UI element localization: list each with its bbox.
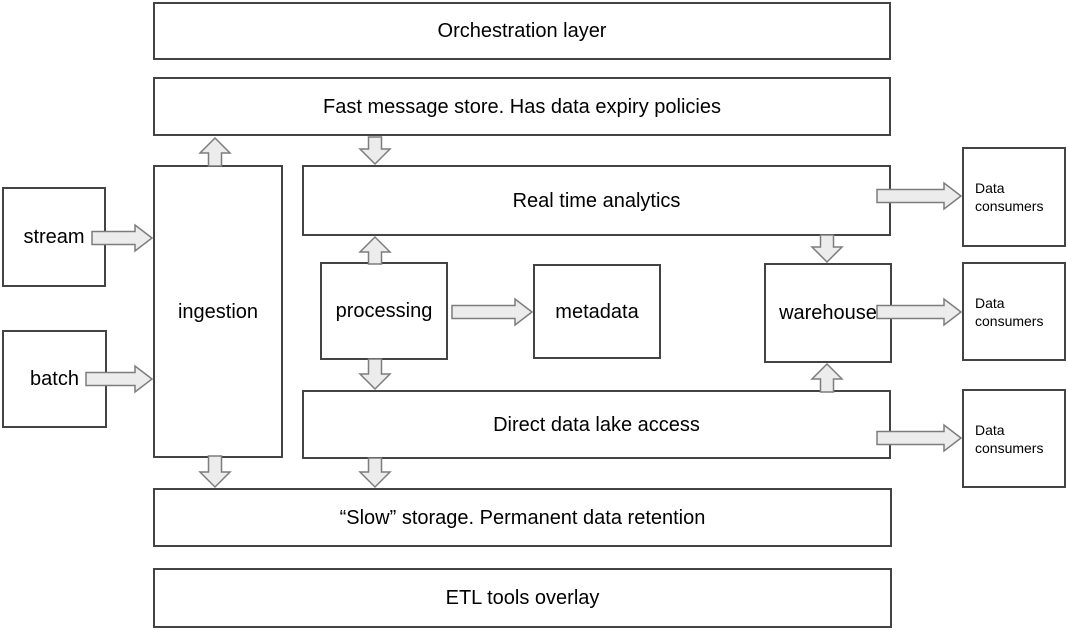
node-label: batch bbox=[30, 368, 79, 390]
arrow-fast_store-to-real_time bbox=[358, 136, 392, 166]
node-etl-tools-overlay: ETL tools overlay bbox=[153, 568, 892, 628]
node-label: Orchestration layer bbox=[437, 20, 607, 42]
node-slow-storage: “Slow” storage. Permanent data retention bbox=[153, 488, 892, 547]
node-label: Data consumers bbox=[975, 421, 1044, 456]
node-orchestration-layer: Orchestration layer bbox=[153, 2, 891, 60]
node-label: ETL tools overlay bbox=[445, 587, 600, 609]
node-data-consumers-1: Data consumers bbox=[962, 147, 1066, 247]
arrow-processing-to-metadata bbox=[451, 297, 534, 327]
node-label: Data consumers bbox=[975, 180, 1044, 214]
node-ingestion: ingestion bbox=[153, 165, 283, 458]
node-label: ingestion bbox=[177, 300, 259, 323]
node-label: Direct data lake access bbox=[493, 413, 700, 436]
node-label: warehouse bbox=[779, 302, 877, 324]
node-label: metadata bbox=[555, 300, 639, 323]
node-label: Real time analytics bbox=[512, 189, 681, 212]
arrow-processing-to-real_time bbox=[358, 235, 392, 265]
node-data-consumers-3: Data consumers bbox=[962, 389, 1066, 488]
node-batch: batch bbox=[2, 330, 107, 428]
node-label: “Slow” storage. Permanent data retention bbox=[339, 506, 706, 529]
node-direct-data-lake-access: Direct data lake access bbox=[302, 390, 891, 459]
node-label: stream bbox=[23, 226, 85, 248]
node-processing: processing bbox=[320, 262, 448, 360]
node-label: Data consumers bbox=[975, 294, 1044, 329]
arrow-processing-to-direct_lake bbox=[358, 358, 392, 391]
arrow-real_time-to-warehouse bbox=[810, 234, 844, 264]
node-stream: stream bbox=[2, 187, 106, 287]
node-data-consumers-2: Data consumers bbox=[962, 262, 1066, 361]
arrow-direct_lake-to-slow_storage bbox=[358, 457, 392, 489]
node-label: processing bbox=[335, 300, 433, 322]
arrow-direct_lake-to-warehouse bbox=[810, 362, 844, 393]
node-fast-message-store: Fast message store. Has data expiry poli… bbox=[153, 77, 891, 136]
node-warehouse: warehouse bbox=[764, 263, 892, 363]
node-metadata: metadata bbox=[533, 264, 661, 359]
node-label: Fast message store. Has data expiry poli… bbox=[323, 95, 721, 118]
arrow-ingestion-to-fast_store bbox=[198, 136, 232, 167]
arrow-ingestion-to-slow_storage bbox=[198, 455, 232, 489]
node-real-time-analytics: Real time analytics bbox=[302, 165, 891, 236]
